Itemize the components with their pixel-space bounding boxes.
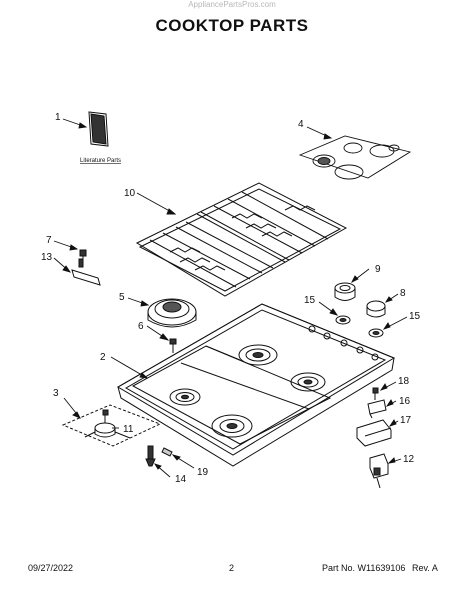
callout-17: 17 — [400, 415, 412, 426]
literature-booklet — [88, 111, 109, 147]
callout-15-right: 15 — [409, 311, 421, 322]
burner-head — [147, 298, 197, 328]
callout-8: 8 — [400, 288, 406, 299]
footer-date: 09/27/2022 — [28, 563, 74, 573]
leader-lines — [53, 118, 408, 478]
burner-grates — [135, 182, 348, 297]
callout-numbers: 1 2 3 4 5 6 7 8 9 10 11 12 13 14 15 15 1… — [41, 112, 421, 485]
callout-2: 2 — [100, 352, 106, 363]
site-watermark: AppliancePartsPros.com — [188, 0, 276, 9]
callout-11: 11 — [123, 424, 134, 435]
callout-4: 4 — [298, 119, 304, 130]
callout-7: 7 — [46, 235, 52, 246]
control-knobs — [334, 282, 386, 338]
spark-clip — [161, 447, 173, 457]
footer-part-number: Part No. W11639106 — [322, 563, 406, 573]
cooktop-glass-top — [298, 135, 412, 180]
callout-13: 13 — [41, 252, 53, 263]
callout-12: 12 — [403, 454, 415, 465]
screw-and-bracket — [71, 249, 101, 286]
ignition-components — [356, 387, 392, 489]
literature-parts-label: Literature Parts — [80, 158, 121, 164]
callout-16: 16 — [399, 396, 411, 407]
page-title: COOKTOP PARTS — [155, 16, 309, 35]
callout-6: 6 — [138, 321, 144, 332]
footer-revision: Rev. A — [412, 563, 438, 573]
callout-3: 3 — [53, 388, 59, 399]
callout-10: 10 — [124, 188, 136, 199]
orifice — [145, 445, 156, 467]
callout-15-left: 15 — [304, 295, 316, 306]
footer-page-number: 2 — [229, 563, 235, 573]
callout-14: 14 — [175, 474, 187, 485]
callout-9: 9 — [375, 264, 381, 275]
callout-1: 1 — [55, 112, 61, 123]
callout-18: 18 — [398, 376, 410, 387]
cooktop-base — [117, 303, 396, 467]
callout-19: 19 — [197, 467, 209, 478]
callout-5: 5 — [119, 292, 125, 303]
burner-screw — [169, 338, 177, 353]
